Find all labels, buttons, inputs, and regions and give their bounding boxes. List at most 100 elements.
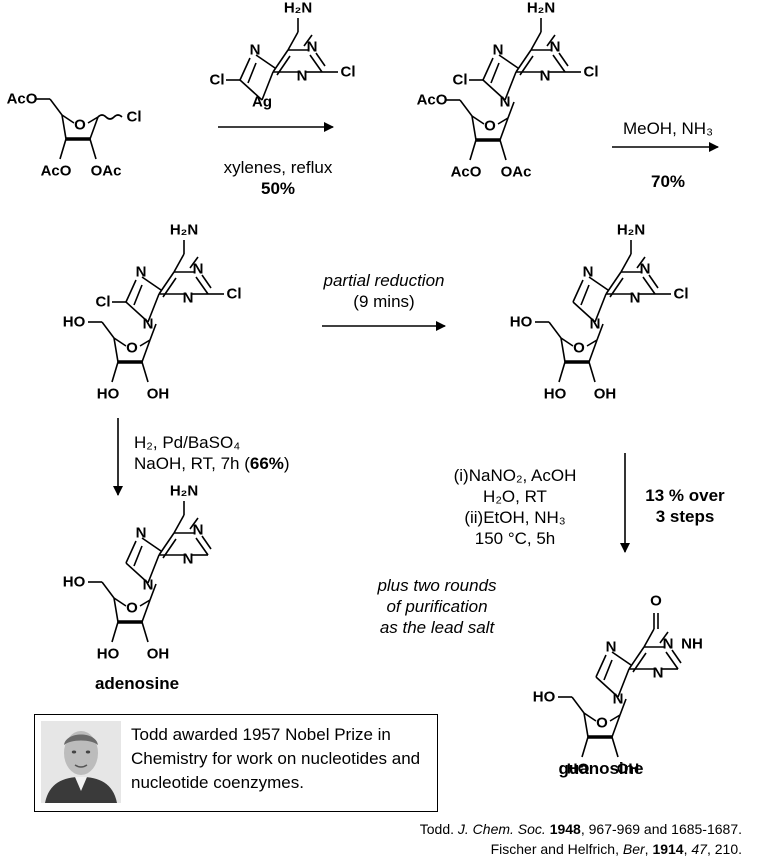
purine-bond [309,54,323,73]
hydrogenation-details: NaOH, RT, 7h (66%) [134,454,290,473]
ribose-bond [113,597,127,607]
protected-nucleoside-n1: N [550,39,561,56]
reagent-purine-n3: N [297,68,308,85]
dichloro-sugar-c2-substituent: OH [147,386,170,403]
protected-sugar-ring-oxygen: O [484,118,496,135]
ribose-bond [89,116,99,140]
ribose-bond [560,337,566,363]
purine-bond [490,62,500,84]
purification-note: plus two rounds of purification as the l… [377,576,497,637]
chloro-sugar-ring-oxygen: O [573,340,585,357]
purine-bond [147,554,160,584]
chloro-nucleoside-n7: N [583,264,594,281]
reference-todd: Todd. J. Chem. Soc. 1948, 967-969 and 16… [419,821,742,837]
step2-yield: 70% [650,172,686,191]
guanosine-n3: N [653,665,664,682]
ribose-bond [49,98,63,116]
purine-bond [595,676,619,698]
chlorosugar-c5-substituent: AcO [7,91,38,108]
dichloro-nucleoside-c2-chloro: Cl [227,286,242,303]
ribose-bond [149,323,157,341]
ribose-bond [596,323,604,341]
purine-bond [530,31,542,51]
purine-bond [620,253,632,273]
adenosine-sugar-c3-substituent: HO [97,646,120,663]
todd-portrait [41,721,121,803]
ribose-bond [548,321,562,339]
ribose-bond [113,597,119,623]
ribose-bond [149,583,157,601]
protected-sugar-c3-substituent: AcO [451,164,482,181]
protected-nucleoside-n9: N [500,94,511,111]
guanosine-carbonyl-oxygen: O [650,593,662,610]
protected-nucleoside-n7: N [493,42,504,59]
chloro-sugar-c3-substituent: HO [544,386,567,403]
purine-bond [580,284,590,306]
ribose-bond [111,361,119,383]
purine-bond [125,301,149,323]
protected-amino: H₂N [527,0,555,17]
purine-bond [617,668,630,698]
guanosine-n7: N [606,639,617,656]
ribose-bond [583,712,597,722]
purine-bond [162,538,177,559]
ribose-bond [141,339,151,363]
ribose-bond [459,99,473,117]
ribose-bond [619,698,627,716]
dichloro-nucleoside-n7: N [136,264,147,281]
purine-bond [125,540,137,564]
hydrogenation-conditions: H₂, Pd/BaSO₄ NaOH, RT, 7h (66%) [134,432,290,474]
hydrogenation-yield: 66% [249,454,284,473]
ribose-bond [141,361,149,383]
chlorosugar-c3-substituent: AcO [41,163,72,180]
ribose-bond [139,339,151,347]
dichloro-sugar-c3-substituent: HO [97,386,120,403]
purine-bond [504,71,517,101]
reagent-amino: H₂N [284,0,312,17]
ribose-bond [499,117,509,141]
ribose-bond [469,139,477,161]
chlorosugar-anomeric-chloro: Cl [127,109,142,126]
purine-bond [201,535,212,550]
dichloro-nucleoside-n9: N [143,316,154,333]
adenosine-sugar-ring-oxygen: O [126,600,138,617]
chlorosugar-ring-oxygen: O [74,117,86,134]
purine-bond [498,54,519,69]
purine-bond [671,649,682,664]
ribose-bond [560,337,574,347]
purine-bond [255,54,276,69]
diazotization-line4: 150 °C, 5h [474,529,556,548]
chloro-nucleoside-n1: N [640,261,651,278]
step1-yield: 50% [260,179,296,198]
reagent-purine-c8-chloro: Cl [210,72,225,89]
adenosine-sugar-c5-substituent: HO [63,574,86,591]
purine-bond [239,79,263,101]
purine-bond [276,55,291,76]
purine-bond [303,34,313,47]
adenosine-n7: N [136,525,147,542]
purine-bond [572,279,584,303]
ribose-bond [101,321,115,339]
purine-bond [605,271,622,295]
purine-bond [558,52,569,67]
reagent-purine-n1: N [307,39,318,56]
guanosine-n9: N [613,691,624,708]
purine-bond [315,52,326,67]
purine-bond [665,651,679,670]
purine-bond [482,57,494,81]
reference-fischer: Fischer and Helfrich, Ber, 1914, 47, 210… [490,841,742,857]
adenosine-sugar-c2-substituent: OH [147,646,170,663]
guanosine-sugar-ring-oxygen: O [596,715,608,732]
guanosine-sugar-c3-substituent: HO [567,761,590,778]
purine-bond [173,514,185,534]
ribose-bond [87,116,99,124]
purine-bond [595,654,607,678]
ribose-bond [499,139,507,161]
ribose-bond [61,114,75,124]
ribose-bond [588,339,598,363]
purine-bond [611,651,632,666]
ribose-bond [497,117,509,125]
purine-bond [515,49,532,73]
step1-solvent: xylenes, reflux [223,158,333,177]
